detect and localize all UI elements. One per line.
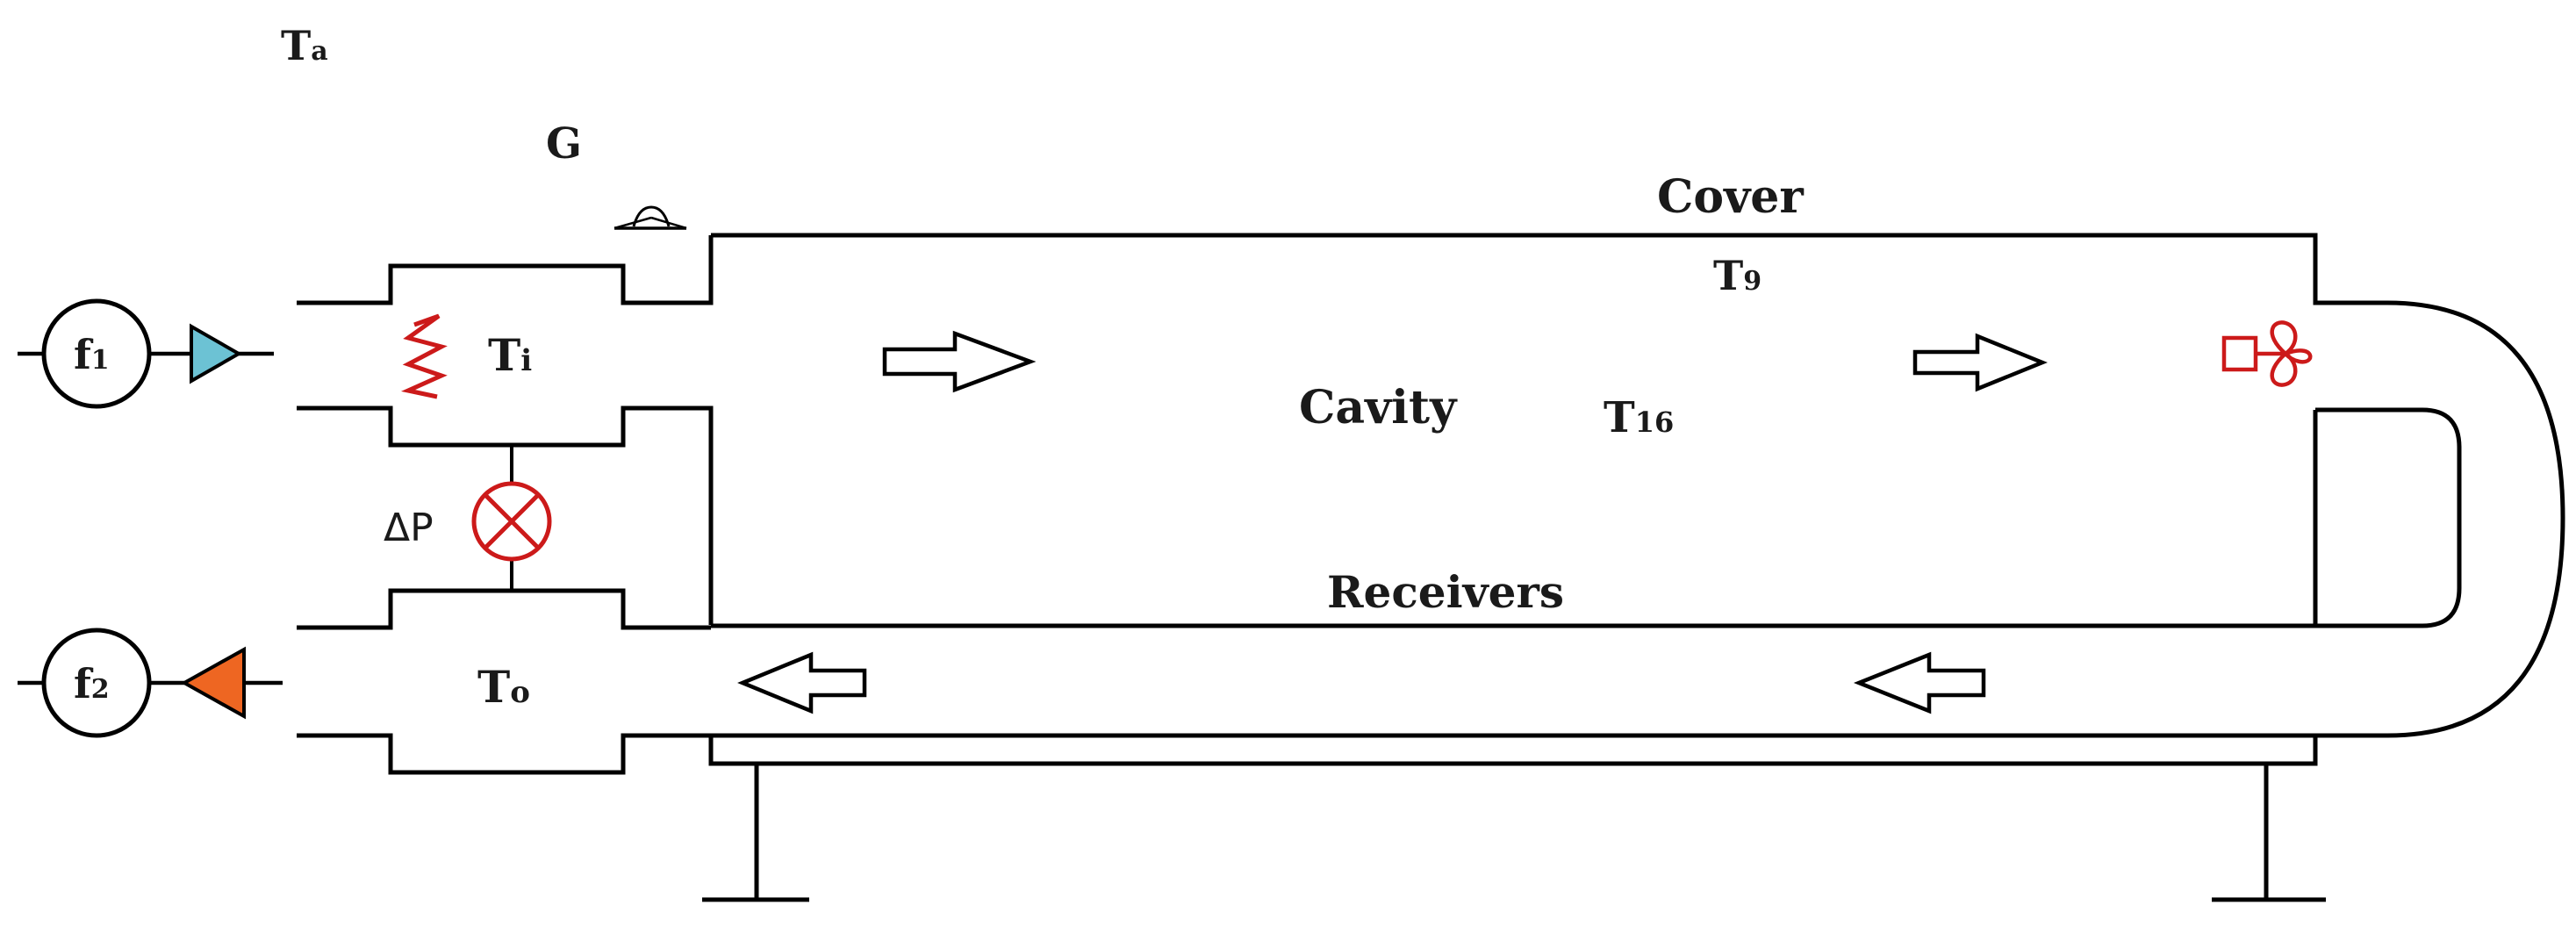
flow-arrow-right-1 [882, 330, 1037, 393]
heater-coil-icon [400, 313, 448, 399]
inlet-chamber [297, 235, 714, 625]
flow-arrow-left-2 [737, 651, 867, 714]
receivers-channel [711, 300, 2565, 738]
svg-text:f2: f2 [74, 660, 110, 707]
solar-radiation-label: G [546, 119, 582, 169]
pressure-drop-label: ΔP [384, 506, 434, 550]
flow-meter-1: f1 [41, 298, 152, 409]
outlet-temp-label: To [477, 661, 530, 713]
inlet-pump-icon [190, 323, 243, 384]
flow-arrow-right-2 [1912, 333, 2048, 392]
cover-cavity-body [711, 233, 2387, 626]
cover-temp-label: T9 [1713, 252, 1762, 299]
fan-icon [2221, 320, 2313, 387]
pyranometer-icon [614, 205, 687, 230]
cover-label: Cover [1657, 170, 1804, 224]
outlet-pump-icon [180, 646, 246, 720]
cavity-temp-label: T16 [1604, 393, 1674, 442]
flow-arrow-left-1 [1853, 651, 1986, 714]
receivers-label: Receivers [1327, 566, 1564, 618]
flow-meter-2: f2 [41, 628, 152, 738]
ambient-temp-label: Ta [281, 22, 328, 69]
base-frame [702, 736, 2326, 902]
cavity-label: Cavity [1299, 381, 1458, 434]
pressure-sensor-icon [471, 445, 552, 591]
inlet-temp-label: Ti [488, 329, 532, 381]
svg-text:f1: f1 [74, 331, 110, 378]
outlet-chamber [297, 588, 711, 775]
